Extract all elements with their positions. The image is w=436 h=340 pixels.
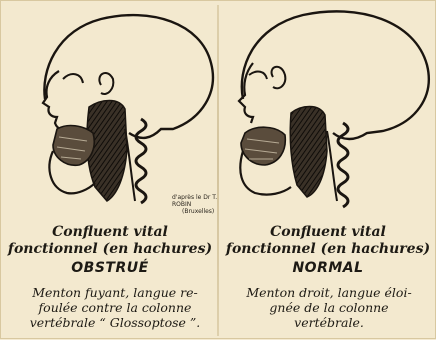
description-normal: Menton droit, langue éloi- gnée de la co… — [229, 285, 429, 330]
state-label-obstructed: OBSTRUÉ — [1, 260, 219, 277]
state-label-normal: NORMAL — [219, 260, 436, 277]
panel-normal: Confluent vital fonctionnel (en hachures… — [219, 1, 436, 340]
caption-title: Confluent vital — [219, 224, 436, 241]
tongue-shape — [53, 126, 94, 166]
skull-outline — [242, 11, 429, 139]
description-line: Menton fuyant, langue re- — [15, 285, 215, 300]
image-credit: d'après le Dr T. ROBIN (Bruxelles) — [172, 194, 219, 215]
panel-obstructed: d'après le Dr T. ROBIN (Bruxelles) Confl… — [1, 1, 219, 340]
vertebral-column — [136, 119, 146, 203]
face-outline — [43, 71, 67, 130]
description-line: vertébrale. — [229, 315, 429, 330]
caption-subtitle: fonctionnel (en hachures) — [1, 241, 219, 258]
description-obstructed: Menton fuyant, langue re- foulée contre … — [15, 285, 215, 330]
description-line: gnée de la colonne — [229, 300, 429, 315]
skull-outline — [44, 15, 213, 138]
description-line: Menton droit, langue éloi- — [229, 285, 429, 300]
hatched-confluent-area — [290, 107, 327, 198]
caption-subtitle: fonctionnel (en hachures) — [219, 241, 436, 258]
head-profile-obstructed-figure — [1, 1, 219, 223]
credit-line-2: (Bruxelles) — [172, 208, 219, 215]
head-profile-normal-figure — [219, 1, 436, 223]
credit-line-1: d'après le Dr T. ROBIN — [172, 194, 219, 208]
vertebral-column — [338, 123, 348, 207]
caption-title: Confluent vital — [1, 224, 219, 241]
description-line: foulée contre la colonne — [15, 300, 215, 315]
description-line: vertébrale “ Glossoptose ”. — [15, 315, 215, 330]
